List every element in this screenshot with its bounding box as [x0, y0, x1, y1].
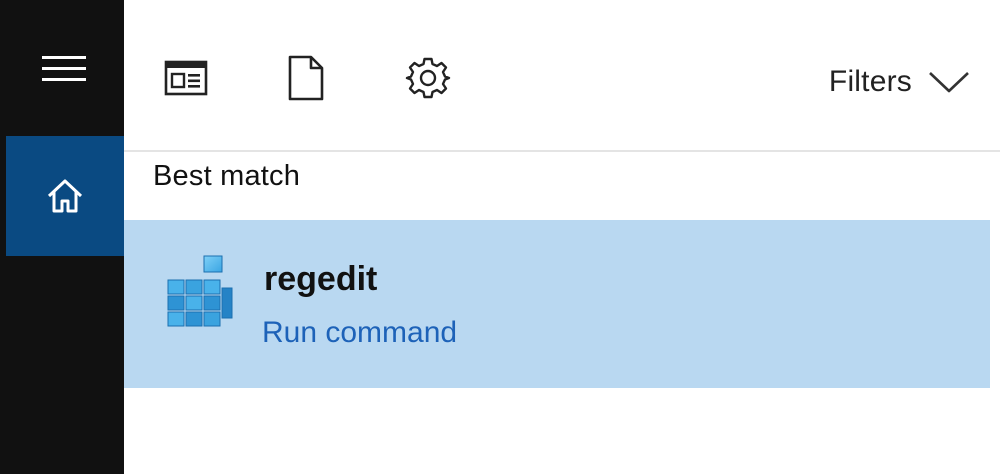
- nav-rail: [0, 0, 124, 474]
- app-window-icon: [164, 60, 208, 96]
- apps-filter-button[interactable]: [150, 45, 222, 111]
- registry-editor-icon: [167, 255, 233, 327]
- settings-filter-button[interactable]: [392, 45, 464, 111]
- result-title: regedit: [264, 260, 378, 298]
- result-subtitle: Run command: [262, 316, 458, 349]
- home-button[interactable]: [6, 136, 124, 256]
- result-item-regedit[interactable]: regedit Run command: [124, 220, 990, 388]
- documents-filter-button[interactable]: [270, 45, 342, 111]
- home-icon: [47, 179, 83, 213]
- filters-label: Filters: [828, 65, 912, 98]
- hamburger-icon: [42, 56, 86, 81]
- section-title: Best match: [153, 160, 301, 192]
- chevron-down-icon: [929, 72, 969, 93]
- search-toolbar: Filters: [124, 0, 1000, 152]
- document-icon: [288, 55, 324, 101]
- filters-dropdown[interactable]: Filters: [829, 52, 970, 112]
- menu-button[interactable]: [10, 10, 118, 128]
- gear-icon: [405, 57, 451, 99]
